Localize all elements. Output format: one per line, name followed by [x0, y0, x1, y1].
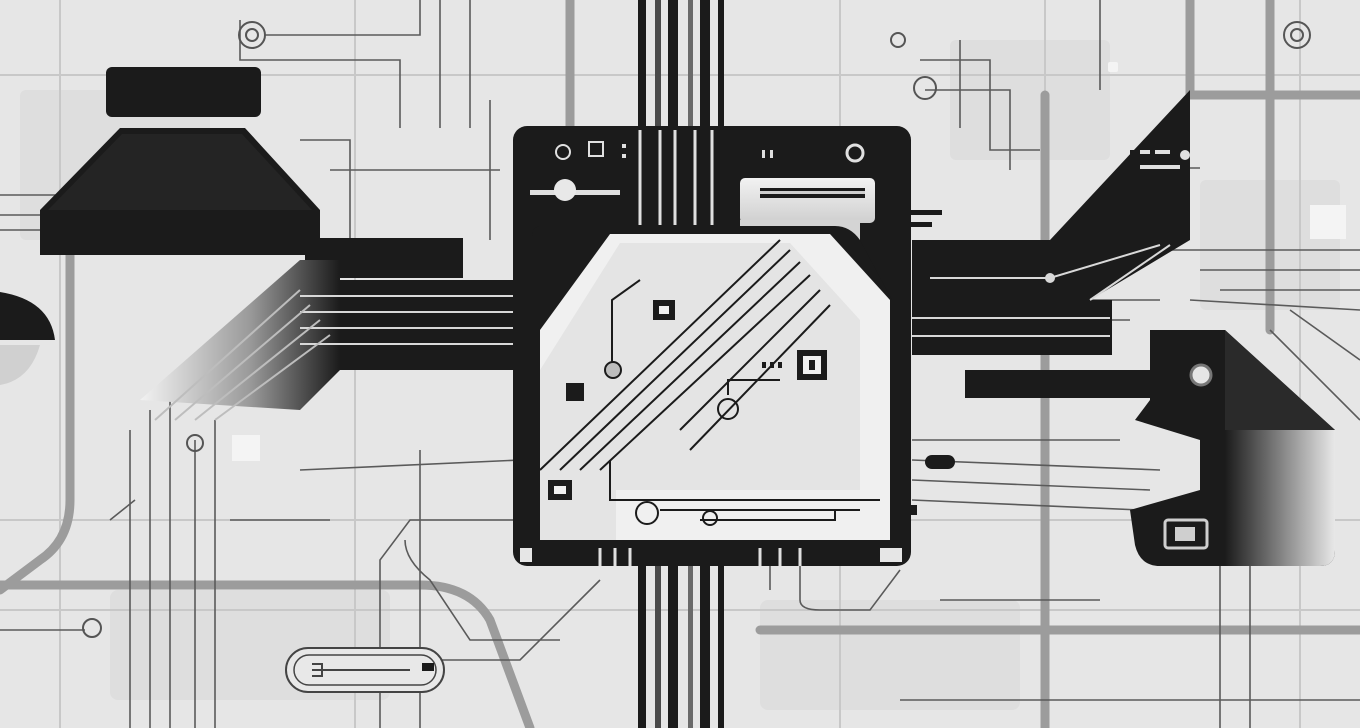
central-chip: [513, 126, 911, 566]
background-pads: [82, 21, 1311, 638]
bottom-left-capsule: [285, 647, 445, 693]
small-components: [232, 62, 1346, 461]
bottom-bus-lines: [638, 560, 724, 728]
left-top-component: [40, 67, 320, 255]
left-edge-dome: [0, 292, 55, 340]
top-bus-lines: [638, 0, 724, 128]
right-connector-block: [965, 330, 1335, 566]
right-connector-arm: [912, 90, 1190, 355]
chip-right-pins: [892, 210, 955, 515]
left-connector-block: [140, 238, 515, 421]
